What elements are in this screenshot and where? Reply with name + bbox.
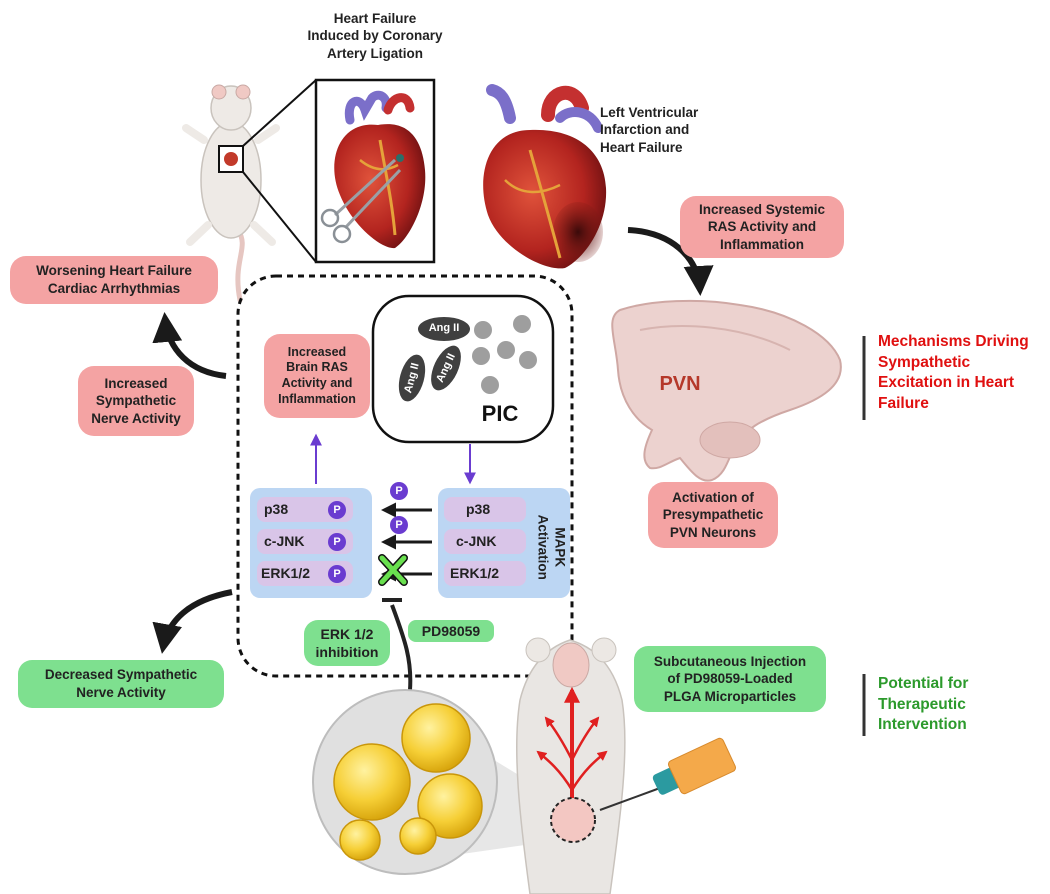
mapk-panels <box>250 488 570 598</box>
heart-to-pvn-arrow <box>627 227 714 296</box>
systemic-ras-box: Increased Systemic RAS Activity and Infl… <box>680 196 844 258</box>
erk-block-x <box>378 554 408 586</box>
increased-sna-box: Increased Sympathetic Nerve Activity <box>78 366 194 436</box>
mechanisms-label: Mechanisms Driving Sympathetic Excitatio… <box>878 333 1029 412</box>
top-title: Heart Failure Induced by Coronary Artery… <box>307 11 443 61</box>
rat-illustration <box>182 84 280 303</box>
decreased-sna-box: Decreased Sympathetic Nerve Activity <box>18 660 224 708</box>
phospho-arrow-p38: P <box>390 482 408 500</box>
worsening-heart-failure-box: Worsening Heart Failure Cardiac Arrhythm… <box>10 256 218 304</box>
infarcted-heart-illustration <box>483 84 607 269</box>
pvn-brain-illustration <box>611 299 842 482</box>
phospho-arrow-cjnk: P <box>390 516 408 534</box>
lv-infarction-label: Left Ventricular Infarction and Heart Fa… <box>600 105 699 155</box>
therapy-label: Potential for Therapeutic Intervention <box>878 675 969 734</box>
pvn-label: PVN <box>659 373 701 395</box>
pic-group <box>371 294 555 444</box>
phospho-left-erk: P <box>328 565 346 583</box>
ligated-heart-illustration <box>320 90 426 249</box>
erk-inhibition-box: ERK 1/2 inhibition <box>304 620 390 666</box>
left-p38-label: p38 <box>264 501 289 517</box>
microparticles-illustration <box>312 689 560 875</box>
mouse-illustration <box>515 637 626 894</box>
mapk-to-decreased-arrow <box>152 589 233 654</box>
left-cjnk-label: c-JNK <box>264 533 305 549</box>
presympathetic-box: Activation of Presympathetic PVN Neurons <box>648 482 778 548</box>
pd98059-box: PD98059 <box>408 620 494 642</box>
inhibitor-line <box>390 604 413 691</box>
mapk-activation-label: MAPK Activation <box>535 514 568 580</box>
left-erk-label: ERK1/2 <box>261 565 311 581</box>
right-cjnk-label: c-JNK <box>456 533 497 549</box>
pic-label: PIC <box>481 401 519 426</box>
sna-to-worsening-arrow <box>152 312 227 379</box>
syringe-illustration <box>599 737 736 811</box>
injection-box: Subcutaneous Injection of PD98059-Loaded… <box>634 646 826 712</box>
phospho-left-p38: P <box>328 501 346 519</box>
ang-ii-label-1: Ang II <box>428 322 460 334</box>
brain-ras-box: Increased Brain RAS Activity and Inflamm… <box>264 334 370 418</box>
right-p38-label: p38 <box>466 501 491 517</box>
right-erk-label: ERK1/2 <box>450 565 500 581</box>
central-dashed-region <box>236 274 574 678</box>
phospho-left-cjnk: P <box>328 533 346 551</box>
